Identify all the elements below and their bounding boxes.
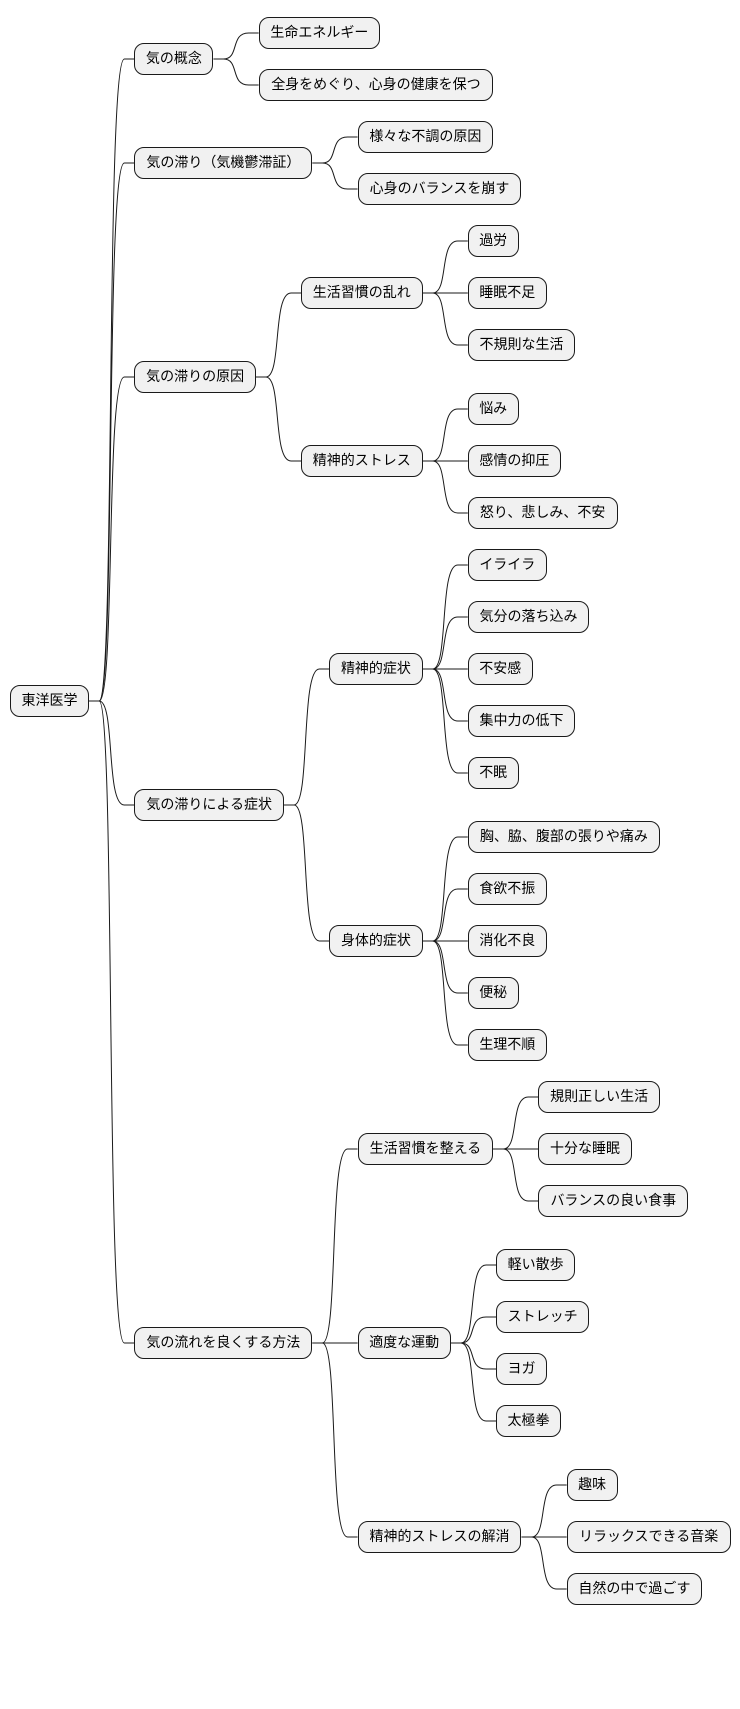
mindmap-node-level3: ストレッチ	[496, 1301, 590, 1333]
mindmap-node-level3: 不眠	[467, 757, 519, 789]
mindmap-node-level2: 全身をめぐり、心身の健康を保つ	[258, 69, 494, 101]
mindmap-node-level3: 不安感	[467, 653, 533, 685]
mindmap-node-level3: 消化不良	[467, 925, 547, 957]
mindmap-connector	[422, 292, 468, 346]
mindmap-node-level2: 生活習慣を整える	[357, 1133, 494, 1165]
mindmap-node-level1: 気の滞りによる症状	[134, 789, 285, 821]
mindmap-node-level2: 精神的ストレス	[301, 445, 423, 477]
mindmap-connector	[422, 940, 468, 1046]
mindmap-connector	[521, 1484, 567, 1538]
mindmap-connector	[422, 668, 468, 774]
mindmap-node-level3: 感情の抑圧	[467, 445, 562, 477]
mindmap-node-level3: ヨガ	[496, 1353, 547, 1385]
mindmap-node-level3: バランスの良い食事	[538, 1185, 689, 1217]
mindmap-node-level2: 適度な運動	[357, 1327, 451, 1359]
mindmap-connector	[422, 616, 468, 670]
mindmap-connector	[312, 1342, 358, 1538]
mindmap-node-level3: 悩み	[467, 393, 519, 425]
mindmap-connector	[89, 162, 135, 702]
mindmap-connector	[255, 376, 302, 462]
mindmap-node-level2: 精神的症状	[329, 653, 423, 685]
mindmap-node-level3: 軽い散歩	[496, 1249, 576, 1281]
mindmap-connector	[450, 1264, 497, 1344]
mindmap-node-level3: 集中力の低下	[467, 705, 576, 737]
mindmap-connector	[312, 162, 358, 190]
mindmap-connector	[521, 1536, 567, 1590]
mindmap-node-level3: 過労	[467, 225, 519, 257]
mindmap-node-level3: 規則正しい生活	[538, 1081, 660, 1113]
mindmap-node-level2: 身体的症状	[329, 925, 423, 957]
mindmap-connector	[422, 836, 468, 942]
mindmap-connector	[450, 1342, 497, 1422]
mindmap-connector	[312, 136, 358, 164]
mindmap-root-node: 東洋医学	[10, 685, 90, 717]
mindmap-connector	[450, 1342, 497, 1370]
mindmap-node-level3: リラックスできる音楽	[566, 1521, 731, 1553]
mindmap-node-level2: 生活習慣の乱れ	[301, 277, 423, 309]
mindmap-node-level3: 不規則な生活	[467, 329, 576, 361]
mindmap-node-level2: 生命エネルギー	[258, 17, 381, 49]
mindmap-node-level3: 食欲不振	[467, 873, 547, 905]
mindmap-node-level3: 胸、脇、腹部の張りや痛み	[467, 821, 660, 853]
mindmap-node-level3: 太極拳	[496, 1405, 562, 1437]
mindmap-node-level3: イライラ	[467, 549, 547, 581]
mindmap-node-level3: 自然の中で過ごす	[566, 1573, 703, 1605]
mindmap-node-level3: 十分な睡眠	[538, 1133, 632, 1165]
mindmap-connector	[422, 564, 468, 670]
mindmap-node-level1: 気の滞りの原因	[134, 361, 256, 393]
mindmap-node-level3: 怒り、悲しみ、不安	[467, 497, 618, 529]
mindmap-connector	[493, 1148, 539, 1202]
mindmap-connector	[422, 240, 468, 294]
mindmap-connector	[450, 1316, 497, 1344]
mindmap-connector	[422, 668, 468, 722]
mindmap-node-level1: 気の流れを良くする方法	[134, 1327, 313, 1359]
mindmap-node-level3: 生理不順	[467, 1029, 547, 1061]
mindmap-connector	[89, 700, 135, 1344]
mindmap-connector	[284, 668, 330, 806]
mindmap-connector	[284, 804, 330, 942]
mindmap-node-level1: 気の概念	[134, 43, 214, 75]
mindmap-connector	[422, 940, 468, 994]
mindmap-connector	[493, 1096, 539, 1150]
mindmap-node-level2: 様々な不調の原因	[357, 121, 494, 153]
mindmap-node-level1: 気の滞り（気機鬱滞証）	[134, 147, 313, 179]
mindmap-connector	[422, 408, 468, 462]
mindmap-connector	[255, 292, 302, 378]
mindmap-node-level3: 気分の落ち込み	[467, 601, 590, 633]
mindmap-node-level3: 睡眠不足	[467, 277, 547, 309]
mindmap-node-level3: 便秘	[467, 977, 519, 1009]
mindmap-node-level2: 心身のバランスを崩す	[357, 173, 522, 205]
mindmap-connector	[89, 700, 135, 806]
mindmap-node-level3: 趣味	[566, 1469, 618, 1501]
mindmap-connector	[213, 32, 259, 60]
mindmap-connector	[422, 888, 468, 942]
mindmap-connector	[213, 58, 259, 86]
mindmap-connector	[422, 460, 468, 514]
mindmap-connector	[312, 1148, 358, 1344]
mindmap-connector	[89, 376, 135, 702]
mindmap-node-level2: 精神的ストレスの解消	[357, 1521, 522, 1553]
